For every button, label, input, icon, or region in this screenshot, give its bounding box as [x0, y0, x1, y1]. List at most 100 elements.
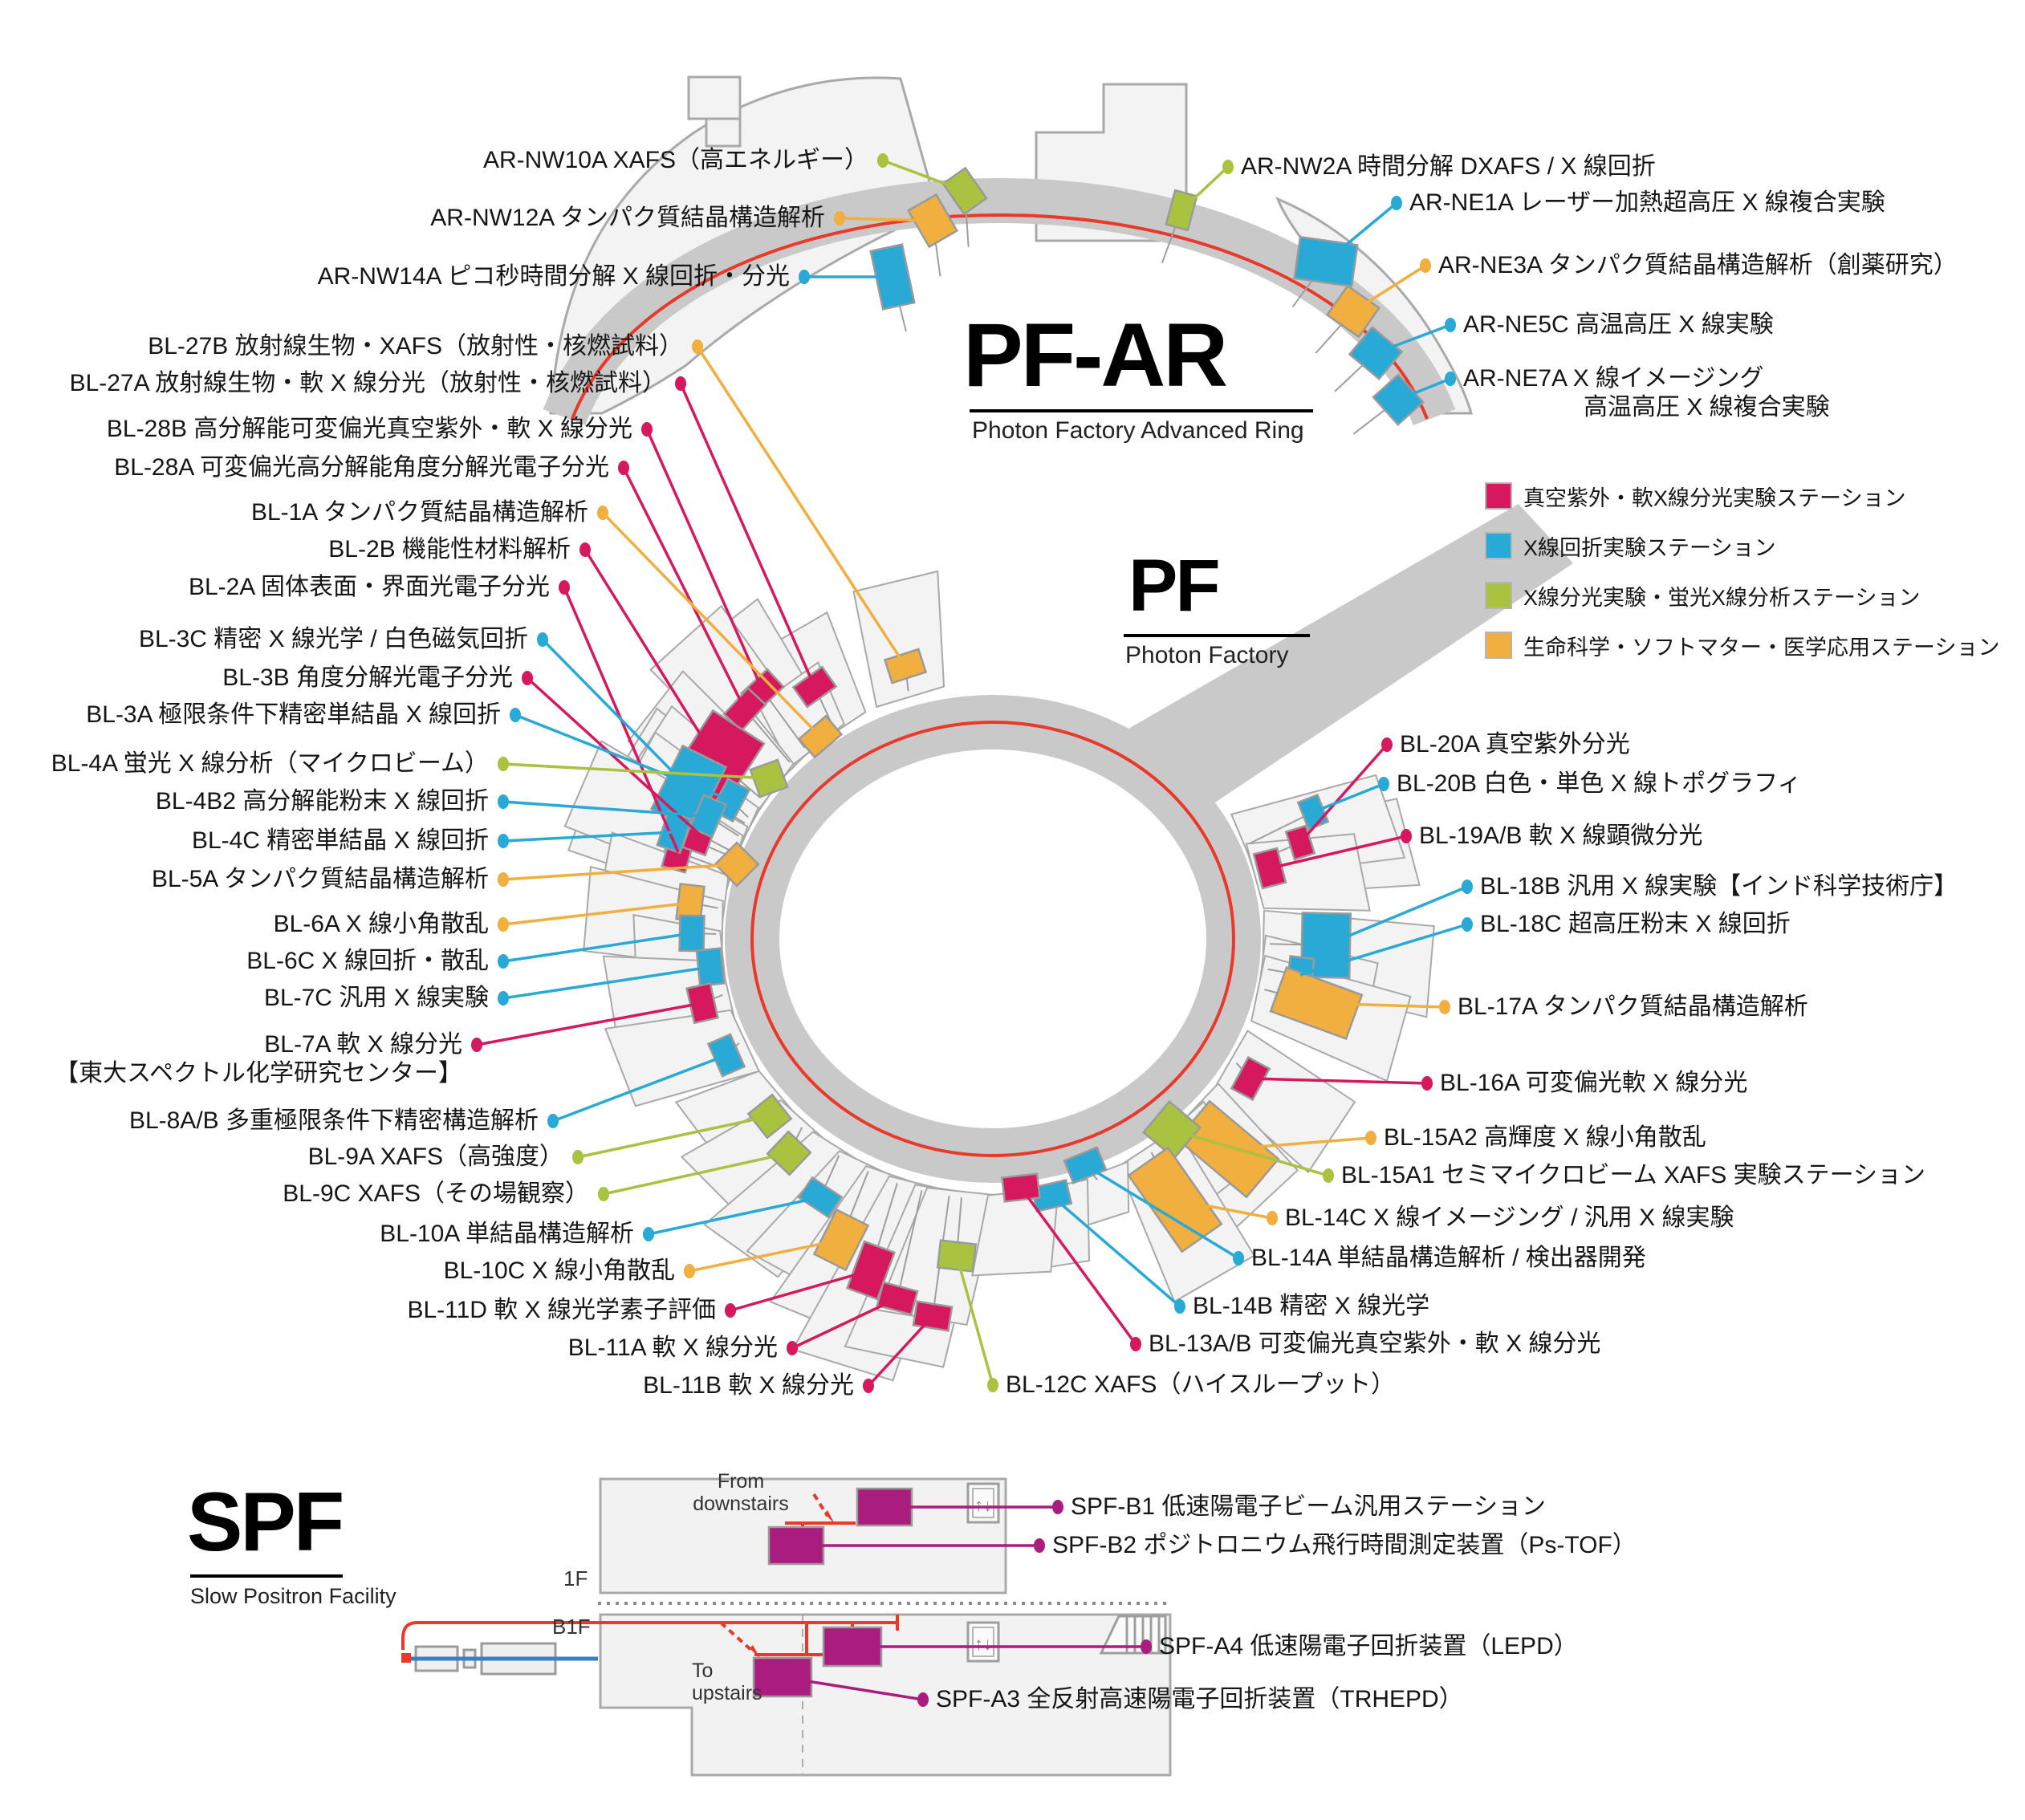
beamline-label-text: BL-9A XAFS（高強度） — [307, 1144, 563, 1170]
leader-dot-bl-12c — [987, 1378, 998, 1392]
beamline-label-text: AR-NE1A レーザー加熱超高圧 X 線複合実験 — [1409, 189, 1885, 216]
leader-line-bl-13ab — [1019, 1186, 1137, 1346]
leader-dot-bl-28b — [641, 422, 653, 437]
leader-line-bl-18c — [1299, 923, 1468, 977]
beamline-label-spf-b1: SPF-B1 低速陽電子ビーム汎用ステーション — [1071, 1493, 1546, 1521]
leader-dot-bl-15a2 — [1365, 1131, 1376, 1145]
beamline-label-text: BL-20B 白色・単色 X 線トポグラフィ — [1397, 770, 1802, 797]
leader-line-bl-10c — [689, 1238, 842, 1273]
leader-dot-ar-ne1a — [1391, 196, 1402, 210]
to-upstairs-note: To upstairs — [692, 1660, 762, 1704]
leader-dot-bl-16a — [1421, 1076, 1433, 1091]
leader-dot-spf-a4 — [1141, 1639, 1152, 1654]
beamline-label-bl-13ab: BL-13A/B 可変偏光真空紫外・軟 X 線分光 — [1149, 1330, 1600, 1359]
beamline-label-text: BL-3B 角度分解光電子分光 — [222, 664, 513, 691]
pfar-title: PF-AR — [963, 305, 1228, 405]
beamline-label-bl-10c: BL-10C X 線小角散乱 — [444, 1257, 675, 1286]
leader-line-bl-15a1 — [1171, 1128, 1329, 1177]
beamline-label-text: AR-NW12A タンパク質結晶構造解析 — [430, 205, 825, 231]
leader-dot-bl-4a — [498, 757, 509, 771]
transport-band — [1098, 504, 1573, 815]
leader-dot-bl-9c — [598, 1187, 609, 1201]
beamline-label-text: BL-4C 精密単結晶 X 線回折 — [191, 827, 489, 854]
legend-label: 生命科学・ソフトマター・医学応用ステーション — [1523, 635, 2000, 660]
leader-dot-bl-14b — [1174, 1299, 1185, 1314]
beamline-label-spf-a3: SPF-A3 全反射高速陽電子回折装置（TRHEPD） — [936, 1685, 1463, 1714]
leader-line-bl-1a — [601, 511, 822, 738]
beamline-label-text: BL-6A X 線小角散乱 — [273, 911, 489, 937]
pf-title-rule — [1124, 634, 1310, 637]
beamline-label-text: BL-11D 軟 X 線光学素子評価 — [407, 1297, 716, 1323]
beamline-label-text: BL-13A/B 可変偏光真空紫外・軟 X 線分光 — [1149, 1330, 1601, 1357]
beamline-label-text: BL-20A 真空紫外分光 — [1400, 731, 1630, 758]
leader-dot-bl-8ab — [547, 1114, 559, 1128]
hall-wedge — [604, 1009, 761, 1107]
beamline-label-bl-5a: BL-5A タンパク質結晶構造解析 — [152, 865, 489, 894]
leader-dot-bl-10c — [684, 1264, 695, 1278]
leader-line-ar-nw12a — [839, 217, 933, 222]
leader-dot-bl-20b — [1378, 777, 1389, 791]
legend-item-life: 生命科学・ソフトマター・医学応用ステーション — [1485, 628, 1999, 663]
leader-dot-bl-27a — [675, 376, 686, 391]
leader-line-bl-6a — [502, 901, 691, 926]
leader-line-ar-ne7a — [1397, 377, 1451, 401]
leader-line-ar-ne3a — [1352, 264, 1426, 313]
leader-line-ar-ne1a — [1324, 201, 1398, 263]
beamline-label-bl-9c: BL-9C XAFS（その場観察） — [283, 1180, 589, 1209]
pf-subtitle: Photon Factory — [1125, 642, 1289, 668]
beamline-label-ar-nw14a: AR-NW14A ピコ秒時間分解 X 線回折・分光 — [318, 262, 790, 291]
leader-line-bl-3b — [526, 676, 701, 836]
leader-dot-bl-20a — [1381, 737, 1393, 752]
beamline-label-text: BL-15A2 高輝度 X 線小角散乱 — [1384, 1124, 1706, 1151]
beamline-label-text: BL-28B 高分解能可変偏光真空紫外・軟 X 線分光 — [106, 416, 632, 442]
leader-line-bl-15a2 — [1227, 1136, 1372, 1151]
beamline-label-text: BL-15A1 セミマイクロビーム XAFS 実験ステーション — [1341, 1162, 1926, 1188]
leader-line-bl-7a — [476, 1001, 703, 1046]
beamline-label-bl-2b: BL-2B 機能性材料解析 — [328, 535, 571, 564]
leader-dot-spf-a3 — [917, 1692, 929, 1707]
beamline-label-text: BL-2B 機能性材料解析 — [328, 536, 571, 563]
legend-item-xspec: X線分光実験・蛍光X線分析ステーション — [1485, 578, 1999, 613]
leader-dot-bl-17a — [1439, 1000, 1450, 1014]
beamline-label-bl-4b2: BL-4B2 高分解能粉末 X 線回折 — [156, 787, 489, 816]
leader-lines — [476, 159, 1468, 1701]
beamline-label-ar-ne3a: AR-NE3A タンパク質結晶構造解析（創薬研究） — [1438, 251, 1958, 280]
leader-line-bl-11b — [867, 1314, 934, 1387]
leader-dot-bl-3c — [537, 632, 548, 647]
leader-line-bl-4b2 — [502, 800, 709, 818]
beamline-label-text: BL-27A 放射線生物・軟 X 線分光（放射性・核燃試料） — [69, 370, 666, 396]
leader-dot-bl-27b — [692, 339, 703, 354]
beamline-label-ar-nw10a: AR-NW10A XAFS（高エネルギー） — [483, 146, 868, 175]
beamline-label-bl-6a: BL-6A X 線小角散乱 — [274, 910, 489, 939]
leader-dot-ar-nw2a — [1222, 160, 1234, 174]
beam-path — [1250, 811, 1314, 844]
leader-dot-ar-ne7a — [1445, 372, 1456, 386]
beamline-label-text: BL-14A 単結晶構造解析 / 検出器開発 — [1251, 1245, 1646, 1271]
spf-title: SPF — [187, 1476, 344, 1569]
beamline-label-bl-27a: BL-27A 放射線生物・軟 X 線分光（放射性・核燃試料） — [70, 369, 666, 398]
elevator-icon: ↑↓ — [966, 1482, 1000, 1524]
leader-line-bl-3a — [514, 713, 731, 802]
leader-dot-bl-6c — [498, 954, 509, 969]
leader-line-bl-18b — [1325, 885, 1468, 947]
leader-dot-spf-b2 — [1034, 1538, 1045, 1553]
beamline-label-text: BL-12C XAFS（ハイスループット） — [1006, 1371, 1396, 1398]
pfar-roof-block — [687, 75, 742, 120]
beamline-label-bl-10a: BL-10A 単結晶構造解析 — [380, 1220, 634, 1249]
legend-item-xrd: X線回折実験ステーション — [1485, 528, 1999, 563]
beamline-label-text: BL-17A タンパク質結晶構造解析 — [1458, 993, 1808, 1020]
beamline-label-bl-16a: BL-16A 可変偏光軟 X 線分光 — [1440, 1069, 1747, 1098]
leader-dot-ar-nw14a — [799, 270, 810, 284]
leader-line-bl-5a — [502, 863, 738, 881]
beamline-label-bl-28b: BL-28B 高分解能可変偏光真空紫外・軟 X 線分光 — [107, 415, 632, 444]
beamline-label-text: BL-18C 超高圧粉末 X 線回折 — [1480, 911, 1791, 937]
spf-beamlines — [401, 1493, 899, 1676]
beamline-label-bl-8ab: BL-8A/B 多重極限条件下精密構造解析 — [129, 1107, 539, 1135]
leader-line-bl-10a — [648, 1196, 821, 1236]
beamline-label-bl-15a1: BL-15A1 セミマイクロビーム XAFS 実験ステーション — [1341, 1161, 1925, 1190]
station-box-spf-a3 — [752, 1656, 813, 1698]
leader-dot-ar-nw12a — [834, 211, 845, 225]
beamline-label-text: BL-19A/B 軟 X 線顕微分光 — [1419, 823, 1703, 849]
